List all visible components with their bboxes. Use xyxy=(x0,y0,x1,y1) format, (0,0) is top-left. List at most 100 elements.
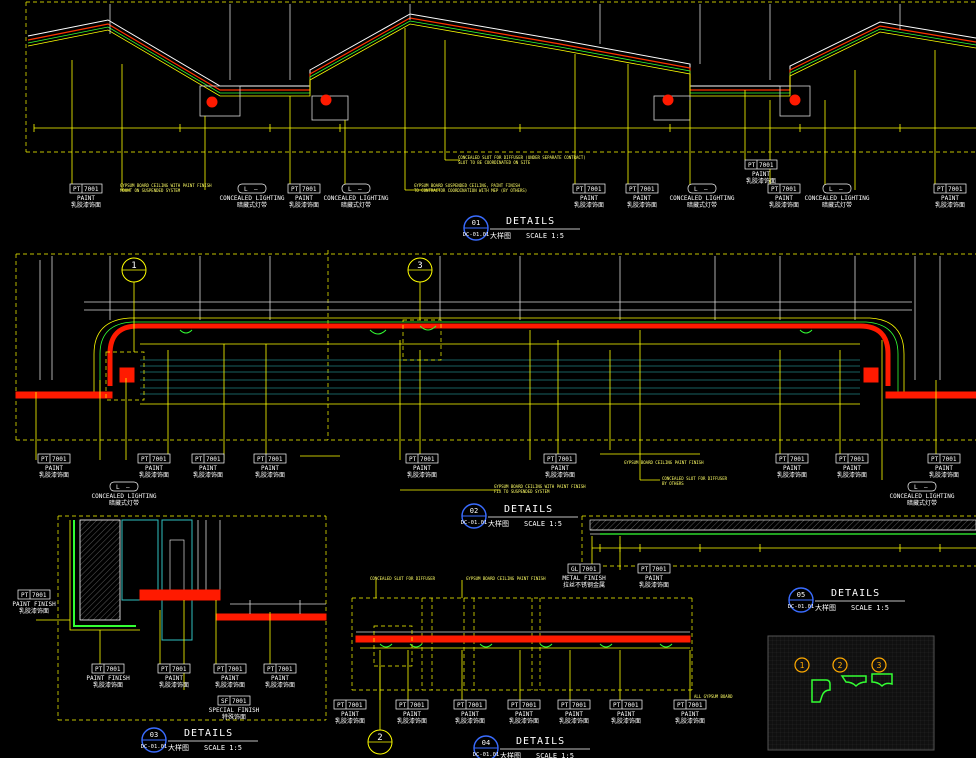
svg-text:SLOT TO BE COORDINATED ON SITE: SLOT TO BE COORDINATED ON SITE xyxy=(458,160,531,165)
svg-text:ALL GYPSUM BOARD: ALL GYPSUM BOARD xyxy=(694,694,733,699)
detail-ref-text: DC-01.01 xyxy=(461,520,488,526)
tag-paint-cn-text: 乳胶漆饰面 xyxy=(545,471,575,479)
svg-text:FIX TO SUSPENDED SYSTEM: FIX TO SUSPENDED SYSTEM xyxy=(494,489,550,494)
callout-1[interactable]: 1 xyxy=(121,257,147,352)
tag-number-text: 7001 xyxy=(172,666,187,673)
tag-code-text: PT xyxy=(677,702,685,709)
tag-code-text: PT xyxy=(161,666,169,673)
tag-paint-text: PAINT xyxy=(295,195,313,202)
tag-paint-text: PAINT xyxy=(783,465,801,472)
tag-code-text: PT xyxy=(771,186,779,193)
svg-text:GYPSUM BOARD CEILING WITH PAIN: GYPSUM BOARD CEILING WITH PAINT FINISH xyxy=(494,484,586,489)
detail-number-text: 01 xyxy=(472,219,480,227)
callout-2[interactable]: 2 xyxy=(367,666,393,755)
tag-code-sub-text: — xyxy=(254,186,258,193)
tag-paint-text: PAINT xyxy=(221,675,239,682)
tag-number-text: 7001 xyxy=(850,456,865,463)
tag-paint-text: PAINT FINISH xyxy=(12,601,56,608)
tag-paint-cn-text: 乳胶漆饰面 xyxy=(407,471,437,479)
tag-code-text: L xyxy=(348,186,352,193)
tag-paint-text: PAINT FINISH xyxy=(86,675,130,682)
detail-01-drawing: CONCEALED SLOT FOR DIFFUSER (UNDER SEPAR… xyxy=(25,1,976,193)
tag-paint-cn-text: 乳胶漆饰面 xyxy=(139,471,169,479)
callout-3[interactable]: 3 xyxy=(407,257,433,320)
svg-text:MOUNT ON SUSPENDED SYSTEM: MOUNT ON SUSPENDED SYSTEM xyxy=(120,188,181,193)
tag-number-text: 7001 xyxy=(759,162,774,169)
tag-paint-text: PAINT xyxy=(752,171,770,178)
tag-number-text: 7001 xyxy=(688,702,703,709)
tag-code-text: PT xyxy=(779,456,787,463)
tag-special-cn-text: 特殊饰面 xyxy=(222,713,246,721)
tag-code-text: PT xyxy=(613,702,621,709)
tag-number-text: 7001 xyxy=(587,186,602,193)
detail-subtitle-text: 大样图 xyxy=(488,519,509,528)
tag-paint-cn-text: 乳胶漆饰面 xyxy=(159,681,189,689)
callout-1-label: 1 xyxy=(131,261,136,271)
detail-subtitle-text: 大样图 xyxy=(815,603,836,612)
tag-number-text: 7001 xyxy=(624,702,639,709)
detail-title-text: DETAILS xyxy=(184,728,233,739)
tag-code-text: PT xyxy=(561,702,569,709)
tag-number-text: 7001 xyxy=(228,666,243,673)
tag-paint-cn-text: 乳胶漆饰面 xyxy=(777,471,807,479)
tag-number-text: 7001 xyxy=(232,698,247,705)
tag-paint-cn-text: 乳胶漆饰面 xyxy=(289,201,319,209)
detail-02-drawing: GYPSUM BOARD CEILING PAINT FINISH GYPSUM… xyxy=(15,250,976,494)
tag-paint-text: PAINT xyxy=(77,195,95,202)
tag-paint-cn-text: 乳胶漆饰面 xyxy=(509,717,539,725)
detail-ref-text: DC-01.01 xyxy=(463,232,490,238)
detail-scale-text: SCALE 1:5 xyxy=(204,744,242,752)
detail-03-drawing xyxy=(36,515,327,721)
detail-ref-text: DC-01.01 xyxy=(788,604,815,610)
tag-paint-text: PAINT xyxy=(461,711,479,718)
tag-concealed-cn-text: 暗藏式灯带 xyxy=(907,499,937,507)
svg-text:GYPSUM BOARD CEILING WITH PAIN: GYPSUM BOARD CEILING WITH PAINT FINISH xyxy=(120,183,212,188)
tag-code-text: PT xyxy=(576,186,584,193)
tag-number-text: 7001 xyxy=(278,666,293,673)
moulding-legend-box xyxy=(767,635,935,751)
tag-code-text: PT xyxy=(641,566,649,573)
tag-code-text: PT xyxy=(21,592,29,599)
tag-paint-cn-text: 乳胶漆饰面 xyxy=(19,607,49,615)
